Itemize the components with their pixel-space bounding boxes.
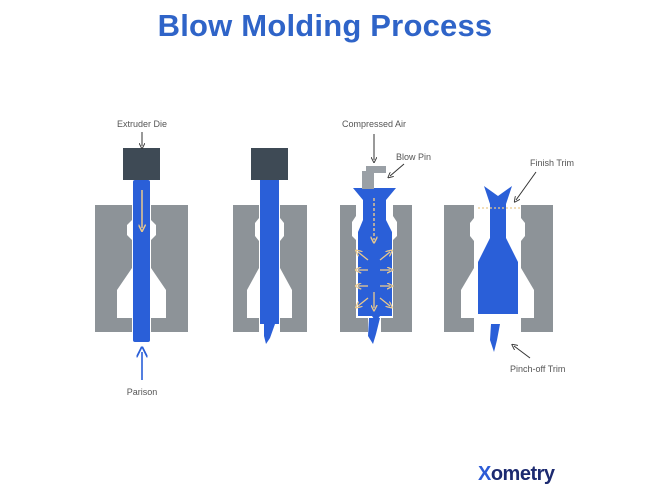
air-arrow — [379, 297, 390, 306]
xometry-logo: Xometry — [478, 463, 555, 486]
stage-1-extrusion: Extruder Die Parison — [95, 119, 188, 397]
stage-3-blowing: Compressed Air Blow Pin — [340, 119, 431, 344]
logo-text: ometry — [490, 463, 555, 485]
mold-right-half — [151, 205, 188, 332]
mold-right-half — [521, 205, 553, 332]
air-arrow — [358, 297, 369, 306]
pinched-tail — [264, 324, 275, 344]
stage-2-mold-close — [233, 148, 307, 344]
logo-mark: X — [478, 463, 491, 485]
page-title: Blow Molding Process — [157, 8, 493, 43]
stage-4-trimming: Finish Trim Pinch-off Trim — [444, 158, 574, 374]
parison-tube — [133, 180, 150, 342]
blow-pin-inlet — [366, 166, 386, 173]
label-finish-trim: Finish Trim — [530, 158, 574, 168]
mold-left-half — [233, 205, 259, 332]
blown-bottle — [353, 188, 396, 322]
label-blow-pin: Blow Pin — [396, 152, 431, 162]
mold-right-half — [381, 205, 412, 332]
label-pinch-off-trim: Pinch-off Trim — [510, 364, 565, 374]
air-arrow — [358, 252, 369, 261]
pinched-tail — [368, 318, 380, 344]
extruder-die — [251, 148, 288, 180]
blow-pin — [362, 171, 374, 189]
label-parison: Parison — [127, 387, 158, 397]
extruder-die — [123, 148, 160, 180]
pinch-off-piece — [490, 324, 500, 352]
finished-bottle — [478, 186, 518, 314]
label-extruder-die: Extruder Die — [117, 119, 167, 129]
mold-left-half — [340, 205, 368, 332]
mold-right-half — [280, 205, 307, 332]
label-compressed-air: Compressed Air — [342, 119, 406, 129]
mold-left-half — [444, 205, 474, 332]
parison-tube — [260, 180, 279, 324]
mold-left-half — [95, 205, 132, 332]
air-arrow — [379, 252, 390, 261]
finish-trim-pointer — [516, 171, 537, 200]
blow-pin-pointer — [390, 163, 405, 176]
pinch-off-pointer — [514, 346, 531, 359]
